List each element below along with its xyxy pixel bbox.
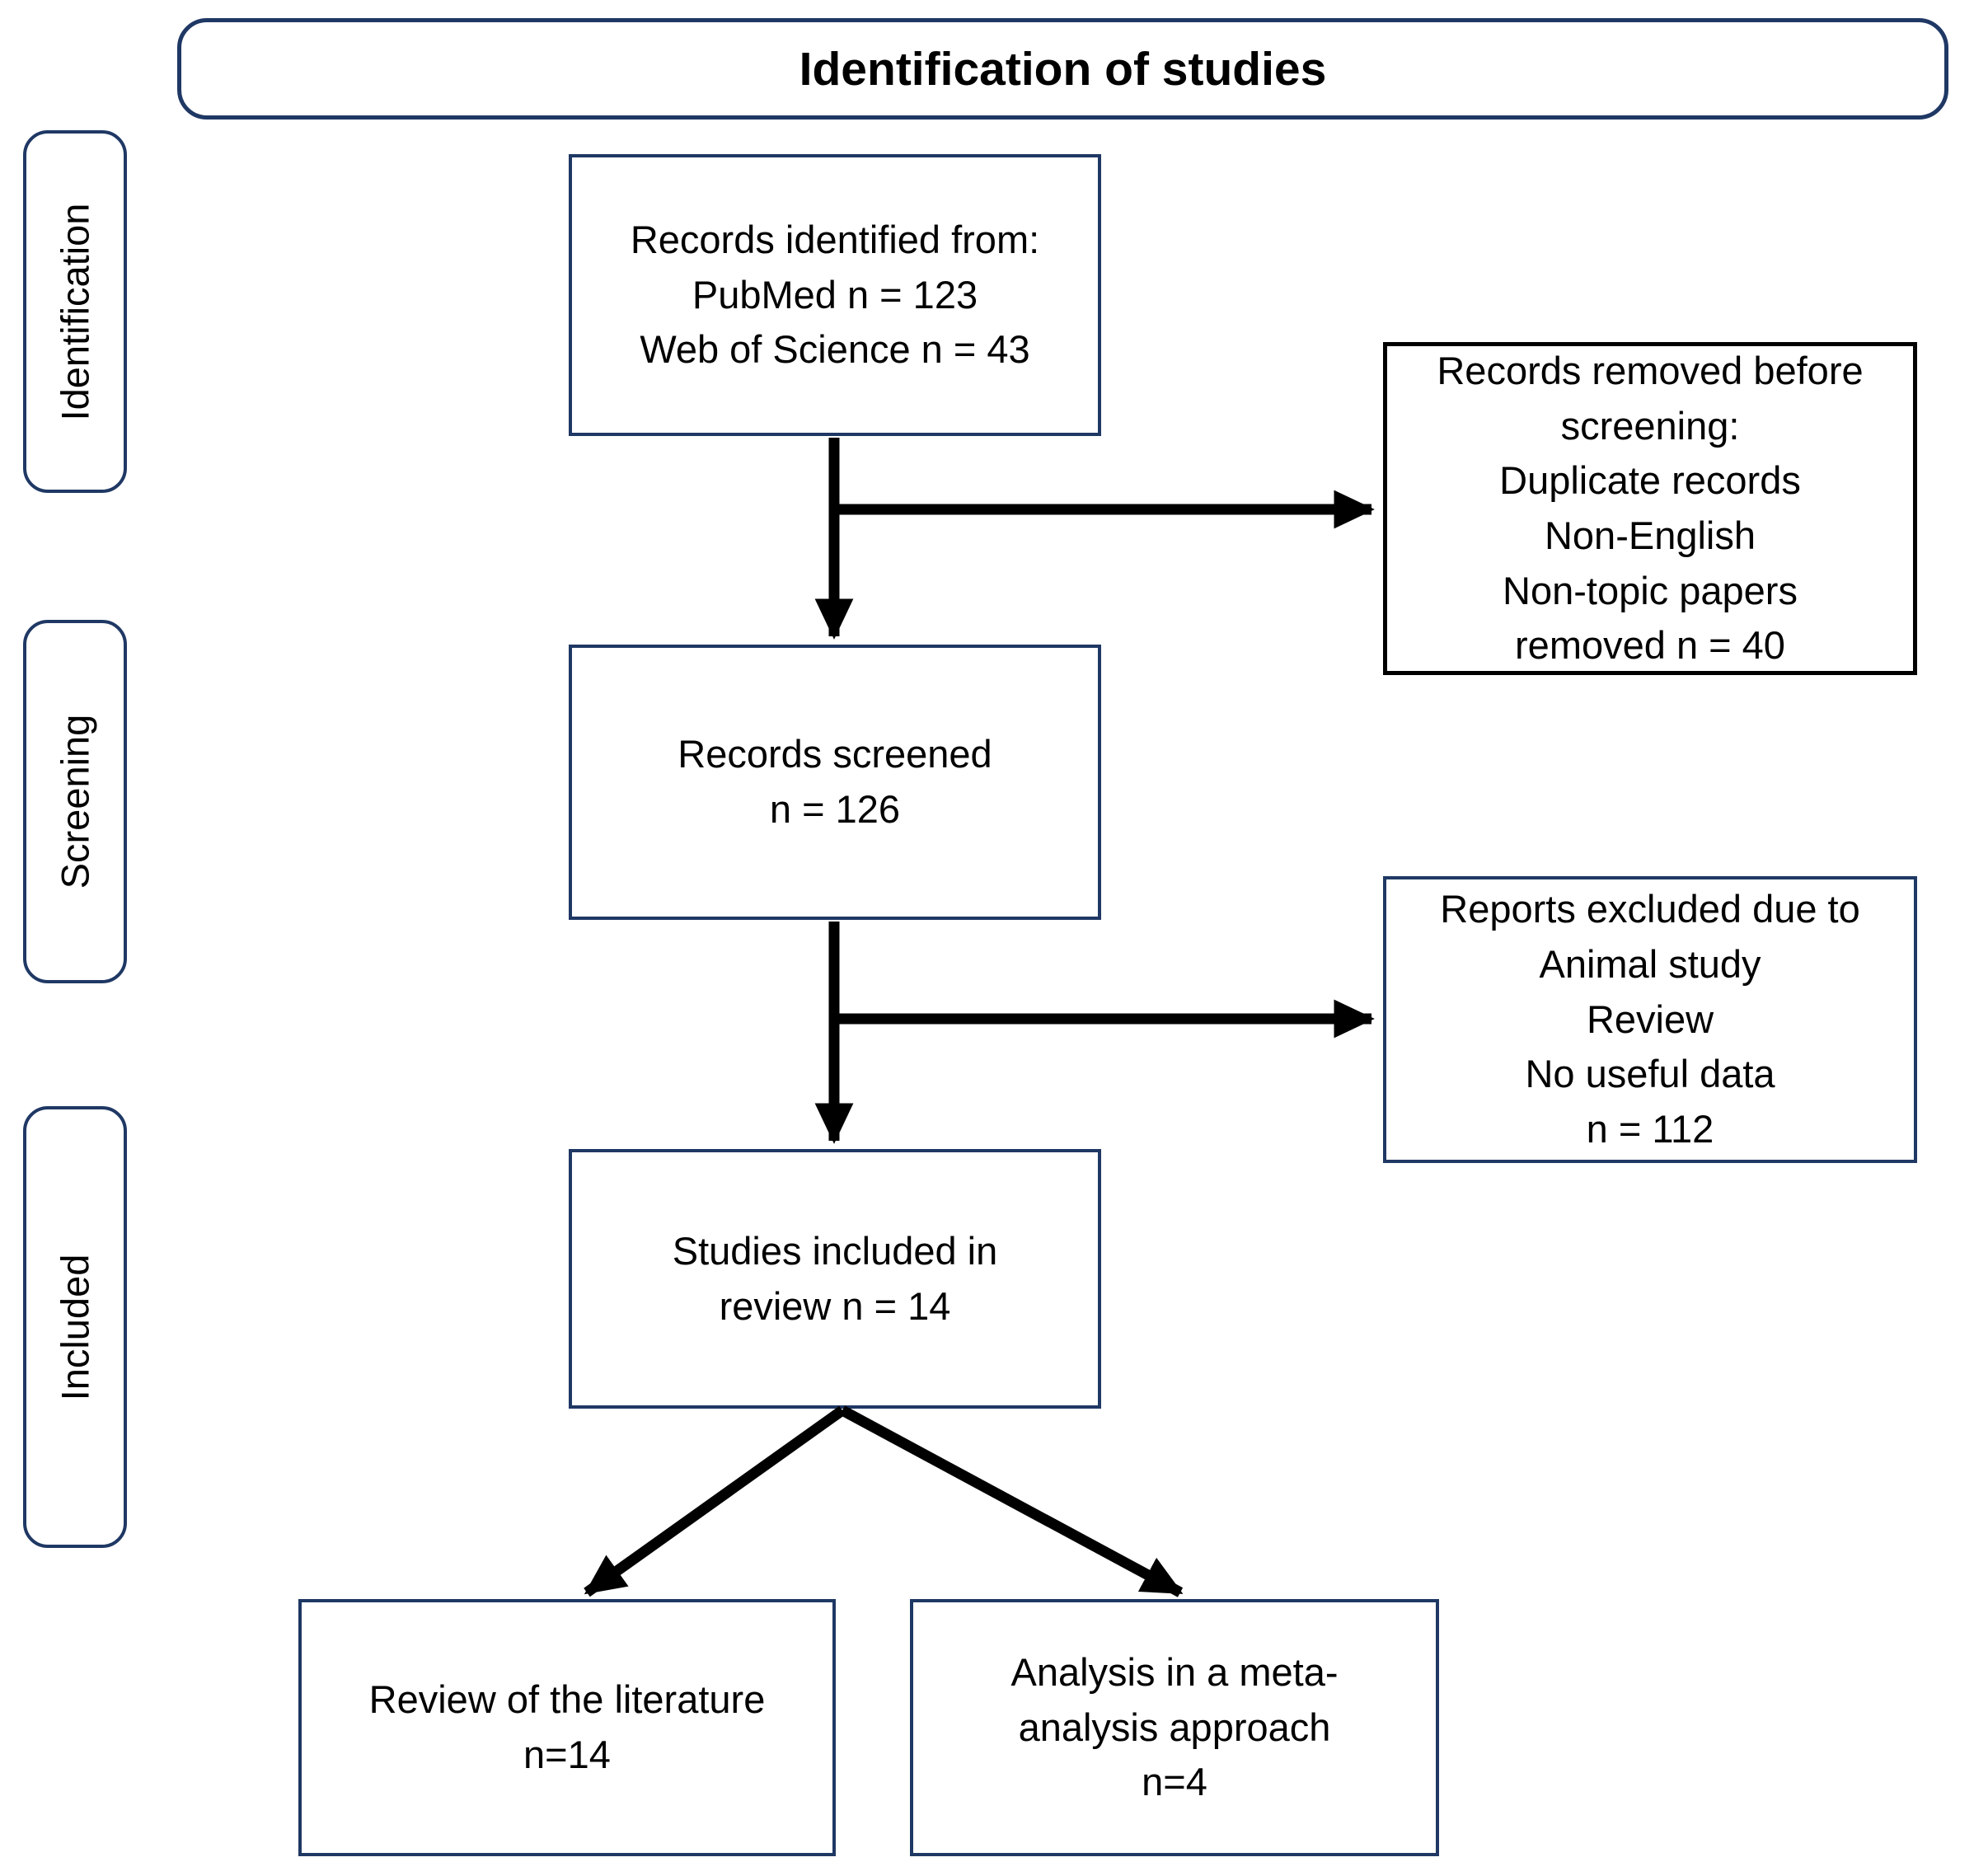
- box-records-removed: Records removed before screening: Duplic…: [1383, 342, 1917, 675]
- stage-screening: Screening: [23, 620, 127, 983]
- arrow-included-to-meta-analysis: [839, 1405, 1184, 1597]
- box-reports-excluded: Reports excluded due to Animal study Rev…: [1383, 876, 1917, 1163]
- stage-identification: Identification: [23, 130, 127, 493]
- box-studies-included: Studies included in review n = 14: [569, 1149, 1101, 1409]
- box-review-of-literature: Review of the literature n=14: [298, 1599, 836, 1856]
- stage-screening-label: Screening: [53, 714, 97, 889]
- box-meta-analysis: Analysis in a meta- analysis approach n=…: [910, 1599, 1439, 1856]
- arrow-included-to-review: [584, 1405, 846, 1597]
- stage-included: Included: [23, 1106, 127, 1548]
- stage-identification-label: Identification: [53, 203, 97, 420]
- box-records-identified: Records identified from: PubMed n = 123 …: [569, 154, 1101, 436]
- diagram-title: Identification of studies: [177, 18, 1948, 120]
- stage-included-label: Included: [53, 1254, 97, 1400]
- box-records-screened: Records screened n = 126: [569, 645, 1101, 920]
